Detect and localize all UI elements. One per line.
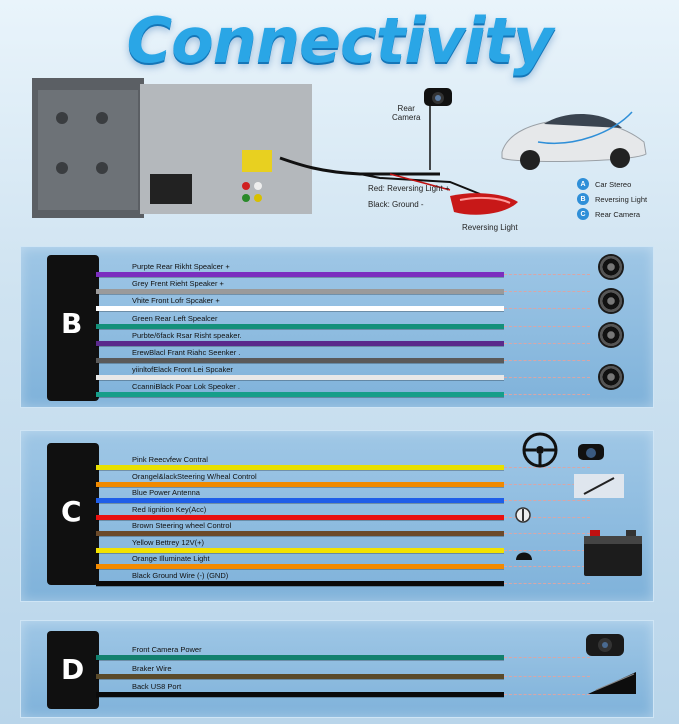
wire-label: Front Camera Power — [132, 645, 202, 654]
wire-dash — [504, 291, 590, 293]
wire — [96, 358, 504, 363]
head-unit-illustration — [32, 78, 312, 218]
red-wire-label: Red: Reversing Light + — [368, 184, 450, 193]
rear-camera-label: Rear Camera — [392, 104, 421, 122]
wire — [96, 580, 504, 586]
wire-label: Orange Illuminate Light — [132, 554, 210, 563]
wire — [96, 655, 504, 660]
speaker-icon — [598, 288, 624, 314]
legend-item-b: B Reversing Light — [577, 193, 647, 205]
wire-label: Vhite Front Lofr Spcaker + — [132, 296, 220, 306]
steering-wheel-icon — [522, 432, 558, 468]
wire — [96, 306, 504, 312]
wire — [96, 375, 504, 381]
connector-b: B — [47, 255, 99, 401]
car-illustration — [501, 111, 647, 170]
legend-item-c: C Rear Camera — [577, 208, 640, 220]
speaker-icon — [598, 364, 624, 390]
wire-dash — [504, 657, 590, 658]
wire-label: CcanniBlack Poar Lok Speoker . — [132, 382, 240, 392]
speaker-icon — [598, 322, 624, 348]
wire — [96, 392, 504, 398]
wire-dash — [504, 582, 590, 584]
wire-label: Pink Reecvfew Contral — [132, 455, 208, 464]
wire — [96, 692, 504, 697]
wire-dash — [504, 533, 590, 534]
wire-label: Black Ground Wire (-) (GND) — [132, 570, 229, 580]
wire-label: Blue Power Antenna — [132, 488, 200, 497]
light-bulb-icon — [516, 552, 532, 560]
wire-label: Green Rear Left Spealcer — [132, 313, 218, 323]
wire-dash — [504, 360, 590, 361]
wire-dash — [504, 694, 590, 695]
page-title: Connectivity — [126, 4, 554, 77]
wire — [96, 323, 504, 329]
wire-label: Yellow Bettrey 12V(+) — [132, 537, 205, 547]
wire-dash — [504, 308, 590, 310]
camera-icon — [578, 444, 604, 460]
wire — [96, 465, 504, 470]
panel-d: D — [20, 620, 654, 718]
wire — [96, 272, 504, 277]
wire — [96, 498, 504, 503]
black-wire-label: Black: Ground - — [368, 200, 424, 209]
front-camera-icon — [586, 634, 624, 656]
wire — [96, 514, 504, 520]
wire-dash — [504, 394, 590, 396]
ignition-key-icon — [515, 507, 531, 523]
legend-item-a: A Car Stereo — [577, 178, 631, 190]
wire-label: ErewBlacl Frant Riahc Seenker . — [132, 348, 241, 357]
wire-dash — [504, 483, 590, 485]
wire-dash — [504, 342, 590, 344]
battery-icon — [584, 530, 642, 576]
reversing-light-icon — [450, 193, 518, 215]
wire-dash — [504, 516, 590, 518]
wire-label: Orangel&lackSteering W/heal Control — [132, 471, 257, 481]
wire-dash — [504, 467, 590, 468]
wire — [96, 564, 504, 569]
wire-label: Red Iignition Key(Acc) — [132, 504, 207, 514]
speaker-icon — [598, 254, 624, 280]
wire — [96, 531, 504, 536]
wire-label: Braker Wire — [132, 663, 172, 673]
rear-camera-icon — [424, 88, 452, 106]
wire-label: Purbte/6fack Rsar Risht speaker. — [132, 330, 242, 340]
reversing-light-label: Reversing Light — [462, 223, 518, 232]
wire-label: yiinltofElack Front Lei Spcaker — [132, 365, 233, 375]
wiring-lines — [279, 100, 481, 195]
connector-c: C — [47, 443, 99, 585]
wire — [96, 340, 504, 346]
wire-label: Back US8 Port — [132, 682, 182, 691]
wire-dash — [504, 549, 590, 551]
wire-label: Purpte Rear Rikht Spealcer + — [132, 262, 230, 271]
wire — [96, 481, 504, 487]
wire-dash — [504, 325, 590, 327]
wire-dash — [504, 675, 590, 677]
wire-dash — [504, 274, 590, 275]
wire-label: Brown Steering wheel Control — [132, 521, 232, 530]
antenna-icon — [574, 474, 624, 498]
wire — [96, 547, 504, 553]
top-illustration: Rear Camera Red: Reversing Light + Black… — [0, 70, 679, 245]
wire-dash — [504, 500, 590, 501]
wire-dash — [504, 566, 590, 567]
wire-dash — [504, 377, 590, 379]
connector-d: D — [47, 631, 99, 709]
wire-label: Grey Frent Rieht Speaker + — [132, 279, 224, 289]
wire — [96, 673, 504, 679]
dash-camera-mount-icon — [588, 672, 636, 694]
wire — [96, 289, 504, 295]
